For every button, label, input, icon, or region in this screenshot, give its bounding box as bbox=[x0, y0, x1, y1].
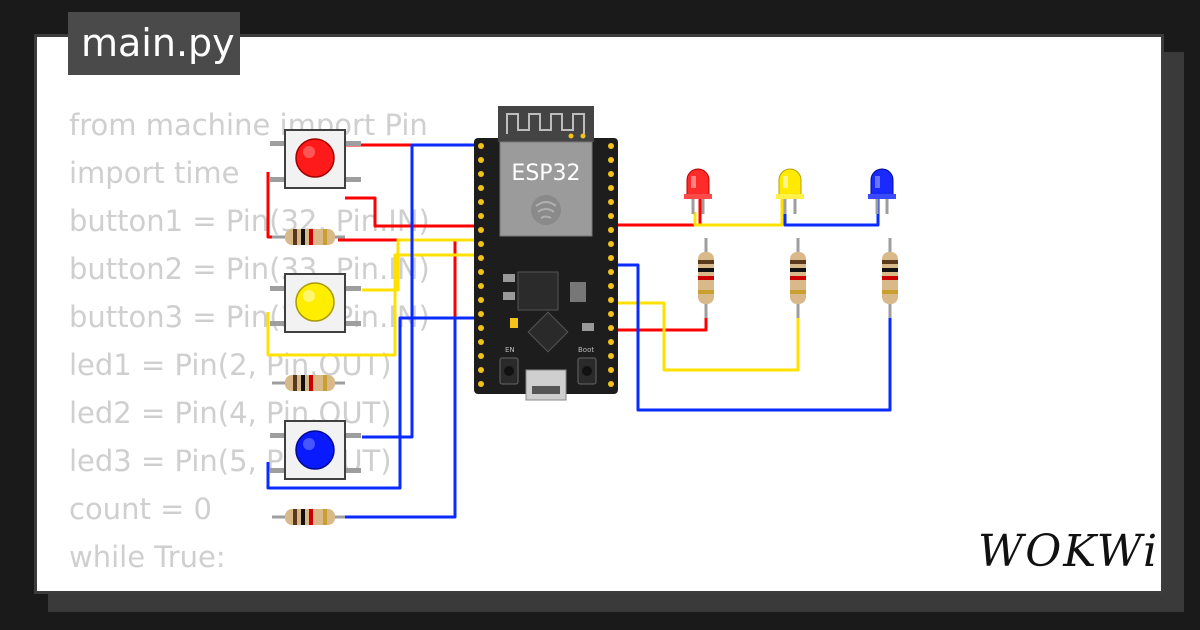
wires bbox=[266, 143, 892, 519]
led-red[interactable] bbox=[684, 168, 712, 214]
code-line: button2 = Pin(33, Pin.IN) bbox=[69, 252, 430, 286]
wire-blue bbox=[610, 263, 892, 412]
resistor bbox=[272, 509, 345, 525]
led-blue[interactable] bbox=[868, 168, 896, 214]
esp32-board[interactable]: ESP32 EN bbox=[474, 106, 618, 401]
code-line: count = 0 bbox=[69, 492, 213, 526]
pushbutton-blue[interactable] bbox=[270, 420, 361, 480]
wire-yellow bbox=[362, 238, 483, 292]
wire-red bbox=[610, 198, 702, 227]
en-label: EN bbox=[505, 346, 515, 354]
resistor bbox=[882, 238, 898, 318]
resistor bbox=[272, 229, 345, 245]
wire-yellow bbox=[693, 198, 784, 227]
code-line: from machine import Pin bbox=[69, 108, 428, 142]
boot-label: Boot bbox=[578, 346, 594, 354]
resistor bbox=[698, 238, 714, 318]
pushbutton-yellow[interactable] bbox=[270, 273, 361, 333]
code-line: import time bbox=[69, 156, 240, 190]
resistor bbox=[272, 375, 345, 391]
wokwi-logo: WOKWi bbox=[978, 526, 1160, 577]
file-tab[interactable]: main.py bbox=[68, 12, 240, 75]
wire-yellow bbox=[610, 300, 800, 372]
wire-blue bbox=[266, 316, 483, 490]
board-label: ESP32 bbox=[511, 161, 580, 186]
pushbutton-red[interactable] bbox=[270, 129, 361, 189]
resistor bbox=[790, 238, 806, 318]
wire-blue bbox=[338, 316, 483, 519]
code-line: button1 = Pin(32, Pin.IN) bbox=[69, 204, 430, 238]
wire-blue bbox=[362, 143, 483, 439]
code-line: button3 = Pin(34, Pin.IN) bbox=[69, 300, 430, 334]
wire-yellow bbox=[266, 253, 483, 357]
wire-blue bbox=[783, 198, 880, 227]
led-yellow[interactable] bbox=[776, 168, 804, 214]
wire-red bbox=[345, 196, 483, 228]
code-line: while True: bbox=[69, 540, 226, 574]
code-line: print(button1.value()) bbox=[69, 581, 430, 591]
